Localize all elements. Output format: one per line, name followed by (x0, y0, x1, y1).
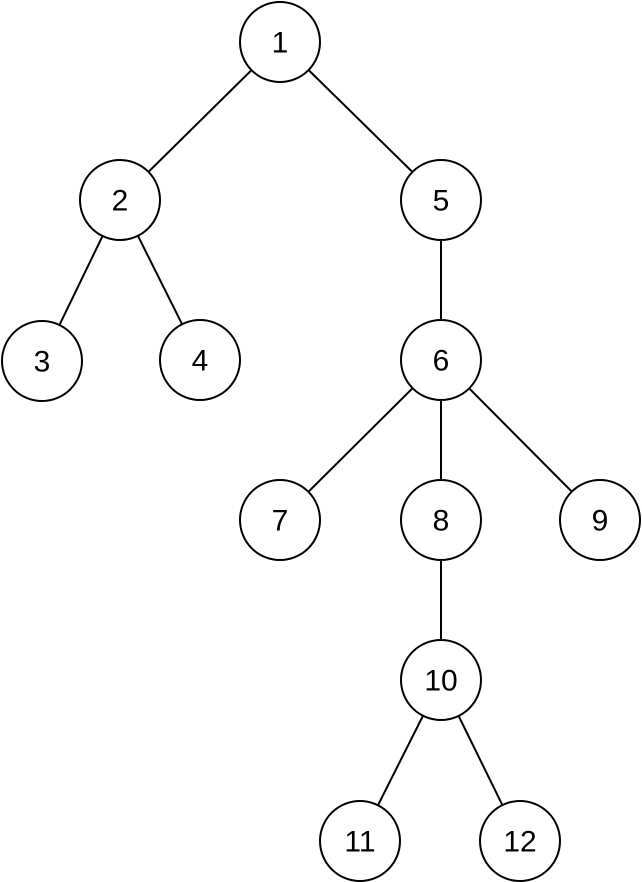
node-label: 5 (433, 185, 450, 218)
node-label: 8 (433, 505, 450, 538)
node-label: 1 (272, 27, 289, 60)
tree-node-11: 11 (319, 800, 401, 882)
node-circle (239, 1, 321, 83)
node-label: 2 (112, 185, 129, 218)
node-circle (400, 159, 482, 241)
tree-node-3: 3 (1, 320, 83, 402)
node-label: 11 (344, 826, 375, 859)
tree-node-10: 10 (400, 639, 482, 721)
node-circle (1, 320, 83, 402)
node-circle (400, 639, 482, 721)
node-label: 3 (34, 346, 51, 379)
node-circle (319, 800, 401, 882)
node-label: 7 (272, 505, 289, 538)
node-circle (239, 479, 321, 561)
node-circle (79, 159, 161, 241)
tree-node-9: 9 (559, 479, 641, 561)
node-circle (400, 319, 482, 401)
tree-node-4: 4 (159, 319, 241, 401)
tree-node-1: 1 (239, 1, 321, 83)
node-label: 4 (192, 345, 209, 378)
tree-node-7: 7 (239, 479, 321, 561)
node-label: 10 (424, 665, 457, 698)
tree-node-6: 6 (400, 319, 482, 401)
node-circle (400, 479, 482, 561)
node-label: 6 (433, 345, 450, 378)
tree-node-2: 2 (79, 159, 161, 241)
tree-node-12: 12 (479, 800, 561, 882)
tree-node-5: 5 (400, 159, 482, 241)
node-circle (159, 319, 241, 401)
node-label: 12 (503, 826, 536, 859)
node-label: 9 (592, 505, 609, 538)
node-circle (559, 479, 641, 561)
node-circle (479, 800, 561, 882)
tree-node-8: 8 (400, 479, 482, 561)
